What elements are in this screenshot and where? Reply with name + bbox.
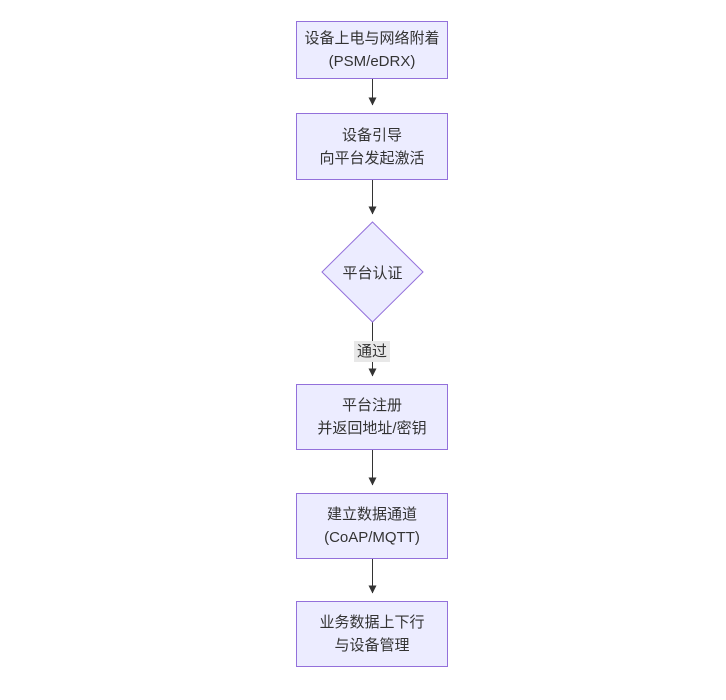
node-business-data-line2: 与设备管理	[334, 637, 410, 654]
decision-platform-auth-label: 平台认证	[322, 222, 423, 322]
node-bootstrap: 设备引导 向平台发起激活	[296, 113, 448, 180]
decision-diamond-shape	[321, 221, 424, 323]
node-data-channel-line2: (CoAP/MQTT)	[324, 529, 420, 546]
node-data-channel-line1: 建立数据通道	[326, 506, 417, 523]
node-power-attach-line1: 设备上电与网络附着	[304, 30, 440, 47]
decision-platform-auth-text: 平台认证	[342, 264, 403, 282]
node-power-attach-line2: (PSM/eDRX)	[328, 53, 416, 70]
edge-label-pass: 通过	[353, 341, 391, 362]
node-platform-register: 平台注册 并返回地址/密钥	[296, 384, 448, 450]
edge-label-pass-text: 通过	[356, 343, 388, 360]
node-bootstrap-line1: 设备引导	[341, 126, 402, 144]
node-power-attach: 设备上电与网络附着 (PSM/eDRX)	[296, 21, 448, 79]
node-business-data-line1: 业务数据上下行	[319, 614, 425, 631]
node-platform-register-line1: 平台注册	[341, 397, 402, 414]
node-business-data: 业务数据上下行 与设备管理	[296, 601, 448, 667]
node-platform-register-line2: 并返回地址/密钥	[317, 420, 427, 437]
node-data-channel: 建立数据通道 (CoAP/MQTT)	[296, 493, 448, 559]
node-bootstrap-line2: 向平台发起激活	[319, 149, 425, 167]
